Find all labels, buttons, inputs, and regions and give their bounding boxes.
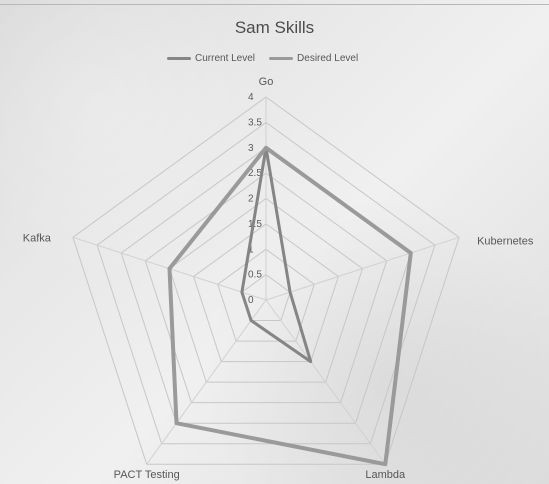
axis-spoke-3 — [146, 299, 267, 465]
series-polygon-0 — [240, 146, 313, 364]
axis-spoke-1 — [265, 236, 460, 301]
tick-label-5: 2.5 — [248, 168, 262, 179]
axis-label-3: PACT Testing — [114, 469, 180, 481]
grid-ring-4 — [168, 197, 364, 383]
legend-label-desired: Desired Level — [297, 53, 359, 64]
series-layer — [167, 145, 413, 467]
series-polygon-1 — [167, 145, 413, 467]
tick-label-7: 3.5 — [248, 117, 262, 128]
axis-label-1: Kubernetes — [477, 235, 534, 247]
legend-item-current: Current Level — [167, 53, 255, 64]
axis-label-4: Kafka — [23, 232, 52, 244]
tick-label-0: 0 — [248, 295, 254, 306]
grid-ring-1 — [241, 273, 291, 321]
axis-label-2: Lambda — [365, 469, 406, 481]
axis-spoke-2 — [265, 299, 386, 465]
grid-ring-8 — [72, 96, 460, 465]
tick-label-3: 1.5 — [248, 219, 262, 230]
legend: Current Level Desired Level — [167, 53, 358, 64]
grid-layer — [72, 96, 460, 465]
grid-ring-7 — [96, 121, 436, 445]
grid-ring-5 — [144, 172, 388, 404]
top-border-line — [0, 4, 549, 5]
legend-swatch-current — [167, 57, 191, 60]
tick-label-6: 3 — [248, 143, 254, 154]
tick-label-4: 2 — [248, 194, 254, 205]
tick-label-8: 4 — [248, 92, 254, 103]
grid-ring-2 — [217, 248, 315, 342]
chart-title: Sam Skills — [234, 18, 315, 37]
legend-label-current: Current Level — [195, 53, 256, 64]
legend-item-desired: Desired Level — [269, 53, 358, 64]
tick-layer: 0 0.5 1 1.5 2 2.5 3 3.5 4 — [248, 92, 262, 306]
legend-swatch-desired — [269, 57, 294, 60]
grid-ring-3 — [193, 223, 339, 363]
axis-label-0: Go — [259, 76, 274, 88]
tick-label-2: 1 — [248, 244, 254, 255]
tick-label-1: 0.5 — [248, 270, 262, 281]
